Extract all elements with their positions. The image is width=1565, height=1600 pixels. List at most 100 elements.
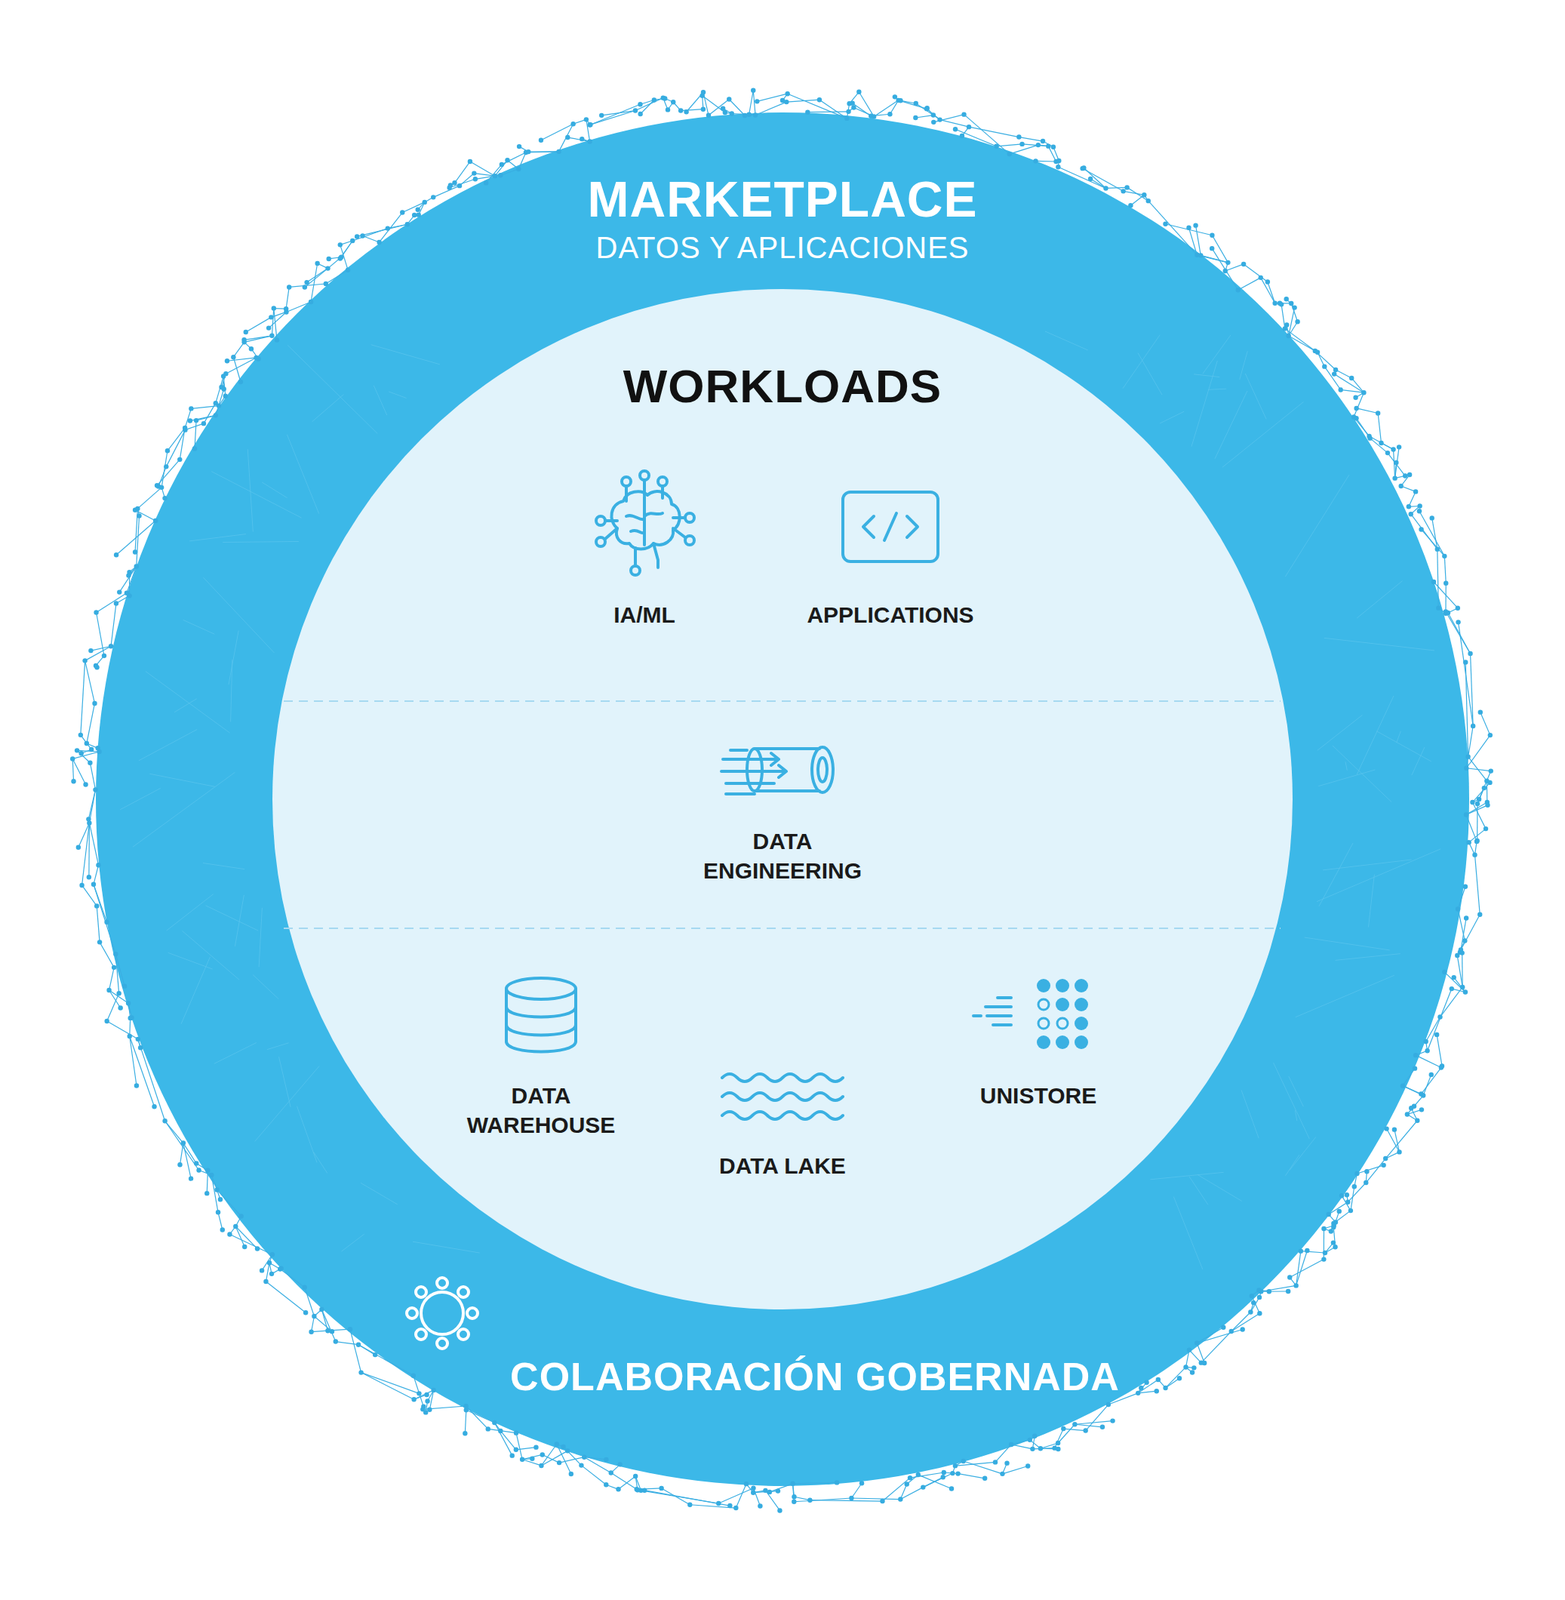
texture-line xyxy=(1289,1136,1316,1170)
texture-line xyxy=(1423,1074,1432,1096)
texture-dot xyxy=(1455,906,1461,911)
texture-dot xyxy=(513,1447,519,1452)
texture-dot xyxy=(89,747,94,752)
texture-dot xyxy=(762,1488,768,1493)
texture-dot xyxy=(727,1503,732,1508)
texture-dot xyxy=(329,1328,335,1334)
texture-line xyxy=(414,1389,434,1399)
texture-line xyxy=(321,1309,336,1342)
texture-dot xyxy=(805,109,810,114)
texture-dot xyxy=(70,778,76,784)
texture-dot xyxy=(74,747,80,753)
texture-line xyxy=(735,1483,747,1508)
texture-dot xyxy=(1106,1402,1111,1407)
item-label: DATA ENGINEERING xyxy=(684,826,881,886)
texture-line xyxy=(601,110,636,116)
texture-line xyxy=(1486,780,1489,803)
texture-line xyxy=(640,1490,719,1504)
texture-dot xyxy=(633,107,638,113)
texture-dot xyxy=(750,88,756,93)
texture-dot xyxy=(86,816,91,821)
texture-dot xyxy=(1354,1171,1359,1176)
texture-line xyxy=(88,818,99,865)
texture-line xyxy=(718,1488,754,1504)
texture-dot xyxy=(1036,142,1041,148)
texture-dot xyxy=(1419,1106,1424,1112)
texture-dot xyxy=(1138,1385,1144,1390)
texture-dot xyxy=(897,98,903,103)
texture-dot xyxy=(1040,138,1046,144)
texture-dot xyxy=(94,903,99,908)
texture-dot xyxy=(498,1428,503,1433)
texture-dot xyxy=(87,760,93,766)
texture-line xyxy=(341,1233,364,1252)
texture-dot xyxy=(108,643,114,649)
network-texture xyxy=(70,88,1494,1513)
texture-dot xyxy=(182,425,188,431)
texture-line xyxy=(1196,1328,1243,1343)
texture-dot xyxy=(516,166,521,172)
texture-dot xyxy=(1279,301,1284,307)
texture-line xyxy=(1159,411,1184,424)
texture-line xyxy=(1402,1068,1415,1086)
texture-dot xyxy=(1072,1421,1077,1427)
texture-dot xyxy=(345,267,351,272)
texture-line xyxy=(1296,1251,1301,1286)
texture-line xyxy=(85,660,96,704)
texture-line xyxy=(753,90,756,116)
texture-dot xyxy=(1435,546,1440,551)
texture-dot xyxy=(1454,953,1460,958)
texture-dot xyxy=(1467,651,1473,656)
texture-dot xyxy=(1438,1064,1444,1070)
texture-line xyxy=(1090,178,1106,188)
texture-dot xyxy=(1088,176,1093,182)
texture-line xyxy=(1328,1202,1349,1215)
texture-dot xyxy=(1189,1369,1195,1375)
texture-line xyxy=(132,771,235,847)
texture-dot xyxy=(565,1448,570,1453)
texture-dot xyxy=(578,1462,584,1467)
texture-dot xyxy=(859,1480,864,1486)
texture-line xyxy=(1208,388,1227,390)
texture-dot xyxy=(338,242,343,247)
texture-dot xyxy=(338,255,344,260)
texture-line xyxy=(109,967,115,991)
texture-dot xyxy=(1265,279,1270,284)
texture-dot xyxy=(584,116,589,122)
texture-line xyxy=(433,185,460,197)
texture-line xyxy=(1408,491,1416,507)
texture-line xyxy=(567,137,590,142)
texture-dot xyxy=(124,590,130,596)
texture-dot xyxy=(209,1172,214,1178)
texture-dot xyxy=(266,325,271,330)
texture-line xyxy=(217,1189,242,1217)
texture-line xyxy=(1419,510,1445,557)
texture-dot xyxy=(86,874,92,880)
texture-dot xyxy=(134,563,139,569)
texture-line xyxy=(229,1233,272,1255)
texture-line xyxy=(1324,366,1341,391)
texture-line xyxy=(922,1476,943,1487)
texture-dot xyxy=(116,990,121,996)
texture-line xyxy=(1231,1312,1261,1332)
texture-dot xyxy=(920,1484,926,1489)
texture-line xyxy=(311,394,344,422)
texture-dot xyxy=(1258,275,1264,280)
texture-line xyxy=(72,758,74,781)
texture-dot xyxy=(151,1103,157,1109)
texture-dot xyxy=(1154,1388,1160,1393)
texture-dot xyxy=(662,95,668,101)
texture-dot xyxy=(95,745,100,751)
texture-dot xyxy=(405,221,410,227)
texture-line xyxy=(1011,1439,1031,1445)
texture-line xyxy=(119,787,160,809)
texture-line xyxy=(1296,1250,1308,1286)
texture-dot xyxy=(1033,158,1038,163)
texture-dot xyxy=(1353,415,1359,421)
texture-dot xyxy=(162,1118,167,1123)
texture-dot xyxy=(1321,1256,1326,1261)
texture-line xyxy=(926,108,940,120)
texture-dot xyxy=(1236,287,1241,293)
texture-dot xyxy=(227,1231,232,1237)
texture-dot xyxy=(117,1005,123,1010)
